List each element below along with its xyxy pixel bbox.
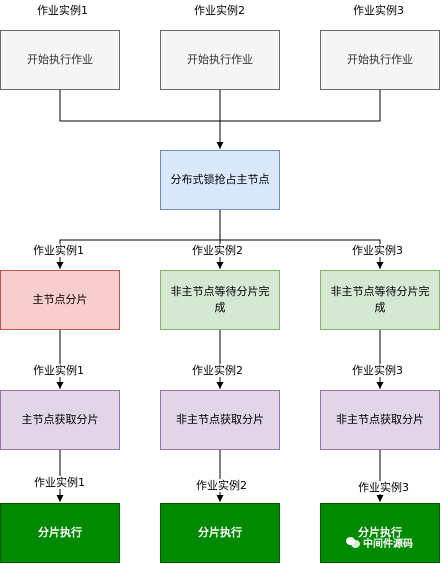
exec-shard-node-1: 分片执行 [0,503,120,563]
fetch-shard-node-2: 非主节点获取分片 [160,390,280,450]
wait-shard-text-3: 非主节点等待分片完成 [330,285,430,314]
fetch-shard-node-3: 非主节点获取分片 [320,390,440,450]
wechat-icon [346,537,360,548]
edge-start1-lock [59,90,220,122]
exec-shard-node-3: 分片执行 [320,503,440,563]
master-shard-node: 主节点分片 [0,270,120,330]
watermark: 中间件源码 [346,535,413,550]
row2-label-3: 作业实例3 [351,244,404,257]
instance-label-2: 作业实例2 [194,4,245,17]
start-job-node-1: 开始执行作业 [0,30,120,90]
wait-shard-node-3: 非主节点等待分片完成 [320,270,440,330]
start-job-text-3: 开始执行作业 [347,53,413,66]
edge-start3-lock [220,90,381,122]
row3-label-2: 作业实例2 [191,364,244,377]
start-job-text-2: 开始执行作业 [187,53,253,66]
exec-shard-text-2: 分片执行 [198,526,242,539]
exec-shard-text-3: 分片执行 [358,526,402,539]
row3-label-3: 作业实例3 [351,364,404,377]
row2-label-2: 作业实例2 [191,244,244,257]
start-job-text-1: 开始执行作业 [27,53,93,66]
wait-shard-node-2: 非主节点等待分片完成 [160,270,280,330]
row3-label-1: 作业实例1 [32,364,85,377]
master-fetch-text: 主节点获取分片 [21,413,99,426]
distributed-lock-node: 分布式锁抢占主节点 [160,150,280,210]
row4-label-1: 作业实例1 [33,476,86,489]
distributed-lock-text: 分布式锁抢占主节点 [170,173,270,186]
instance-label-1: 作业实例1 [37,4,88,17]
row4-label-3: 作业实例3 [357,481,410,494]
instance-label-3: 作业实例3 [353,4,404,17]
watermark-text: 中间件源码 [363,539,413,550]
master-fetch-node: 主节点获取分片 [0,390,120,450]
wait-shard-text-2: 非主节点等待分片完成 [170,285,270,314]
edge-lock-row2-1 [56,239,220,269]
exec-shard-text-1: 分片执行 [38,526,82,539]
fetch-shard-text-3: 非主节点获取分片 [336,413,424,426]
row4-label-2: 作业实例2 [195,479,248,492]
master-shard-text: 主节点分片 [32,293,88,306]
exec-shard-node-2: 分片执行 [160,503,280,563]
edge-lock-row2-3 [220,239,384,269]
fetch-shard-text-2: 非主节点获取分片 [176,413,264,426]
start-job-node-2: 开始执行作业 [160,30,280,90]
start-job-node-3: 开始执行作业 [320,30,440,90]
row2-label-1: 作业实例1 [32,244,85,257]
